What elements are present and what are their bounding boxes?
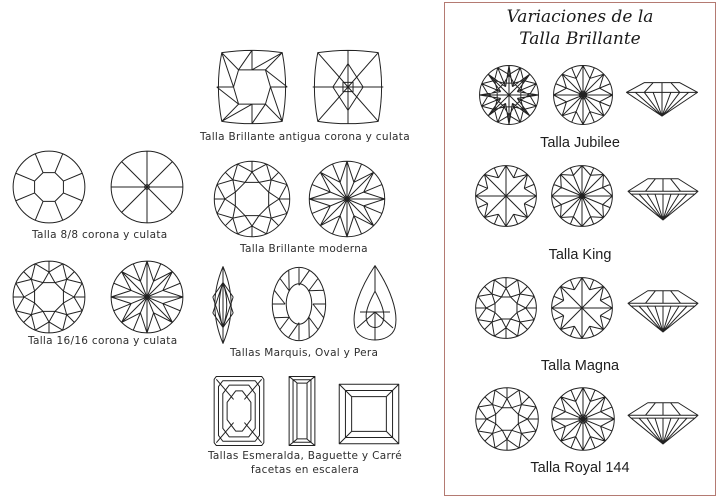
caption-talla-8-8: Talla 8/8 corona y culata bbox=[32, 229, 168, 241]
oval-cut-diagram bbox=[270, 265, 328, 343]
talla-16-16-pavilion-diagram bbox=[108, 258, 186, 336]
caption-esmeralda-line2: facetas en escalera bbox=[250, 464, 360, 476]
label-talla-jubilee: Talla Jubilee bbox=[540, 135, 620, 151]
jubilee-pavilion-diagram bbox=[551, 63, 615, 127]
caption-marquis-oval-pera: Tallas Marquis, Oval y Pera bbox=[230, 347, 379, 359]
brillante-antigua-crown-diagram bbox=[210, 48, 294, 126]
label-talla-magna: Talla Magna bbox=[540, 358, 620, 374]
caption-brillante-antigua: Talla Brillante antigua corona y culata bbox=[200, 131, 410, 143]
jubilee-profile-diagram bbox=[625, 73, 699, 117]
brillante-moderna-pavilion-diagram bbox=[306, 158, 388, 240]
royal-144-pavilion-diagram bbox=[549, 385, 617, 453]
talla-8-8-pavilion-diagram bbox=[108, 148, 186, 226]
talla-8-8-crown-diagram bbox=[10, 148, 88, 226]
royal-144-profile-diagram bbox=[625, 397, 701, 445]
magna-pavilion-diagram bbox=[549, 275, 615, 341]
panel-title-line1: Variaciones de la bbox=[506, 7, 654, 27]
brillante-antigua-pavilion-diagram bbox=[306, 48, 390, 126]
brillante-moderna-crown-diagram bbox=[211, 158, 293, 240]
pear-cut-diagram bbox=[350, 264, 400, 344]
magna-profile-diagram bbox=[625, 285, 701, 333]
caption-brillante-moderna: Talla Brillante moderna bbox=[240, 243, 368, 255]
king-profile-diagram bbox=[625, 173, 701, 221]
emerald-cut-diagram bbox=[212, 375, 266, 447]
king-pavilion-diagram bbox=[549, 163, 615, 229]
panel-title-line2: Talla Brillante bbox=[519, 29, 641, 49]
caption-esmeralda-line1: Tallas Esmeralda, Baguette y Carré bbox=[207, 450, 403, 462]
royal-144-crown-diagram bbox=[473, 385, 541, 453]
brilliant-variations-panel: Variaciones de la Talla Brillante Talla … bbox=[444, 2, 716, 496]
baguette-cut-diagram bbox=[288, 375, 316, 447]
jubilee-crown-diagram bbox=[477, 63, 541, 127]
talla-16-16-crown-diagram bbox=[10, 258, 88, 336]
marquis-cut-diagram bbox=[206, 265, 240, 345]
carre-cut-diagram bbox=[338, 383, 400, 445]
king-crown-diagram bbox=[473, 163, 539, 229]
label-talla-king: Talla King bbox=[548, 247, 612, 263]
label-talla-royal-144: Talla Royal 144 bbox=[530, 460, 630, 476]
magna-crown-diagram bbox=[473, 275, 539, 341]
caption-talla-16-16: Talla 16/16 corona y culata bbox=[28, 335, 178, 347]
